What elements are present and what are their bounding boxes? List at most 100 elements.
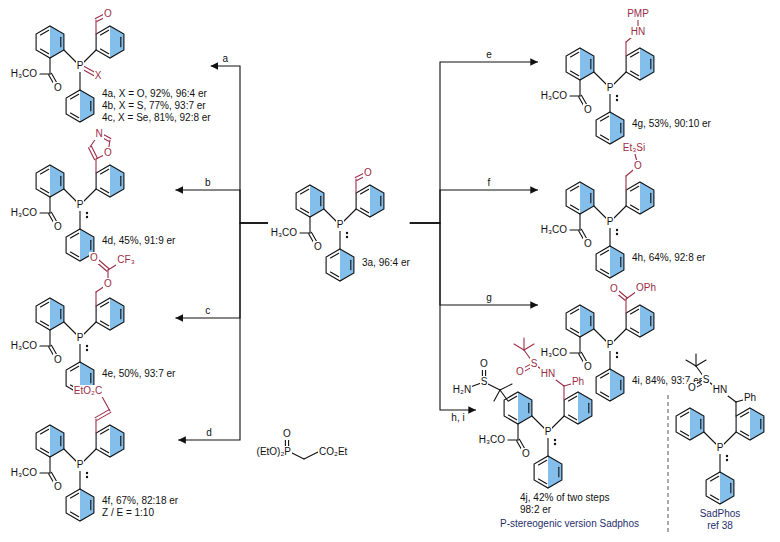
atom-label: O xyxy=(53,481,63,493)
bond-line xyxy=(500,384,512,390)
ring-shading xyxy=(640,48,654,80)
atom-label: PMP xyxy=(626,8,650,20)
bond-line xyxy=(494,390,500,401)
bond-line xyxy=(70,113,78,118)
bond-line xyxy=(517,424,518,440)
bond-line xyxy=(630,186,638,191)
atom-label: O xyxy=(53,82,63,94)
bond-line xyxy=(40,429,48,434)
ring-shading xyxy=(610,112,624,144)
lone-pair-dot xyxy=(554,443,556,445)
bond-line xyxy=(40,302,48,307)
bond-line xyxy=(524,344,534,350)
atom-label: P xyxy=(606,216,615,228)
ring-shading xyxy=(750,408,764,440)
compound: SadPhosref 38PHNOSPh xyxy=(670,374,770,532)
bond-line xyxy=(630,52,638,57)
atom-label: P xyxy=(76,459,85,471)
atom-label: P xyxy=(544,426,553,438)
benzene-ring xyxy=(566,48,594,80)
ring-shading xyxy=(580,182,594,214)
condition-letter: c xyxy=(203,305,212,317)
condition-letter: g xyxy=(484,292,494,304)
atom-label: O xyxy=(363,167,373,179)
bond-line xyxy=(528,403,529,412)
bond-line xyxy=(355,179,356,193)
bond-line xyxy=(95,159,96,173)
benzene-ring xyxy=(326,249,354,281)
lone-pair-dot xyxy=(616,95,618,97)
benzene-ring xyxy=(566,182,594,214)
bond-line xyxy=(696,360,706,366)
bond-line xyxy=(49,197,50,213)
bond-line xyxy=(730,483,731,492)
bond-line xyxy=(91,146,97,158)
bond-line xyxy=(695,354,696,366)
condition-letter: d xyxy=(204,427,214,439)
bond-line xyxy=(570,328,578,333)
atom-label: Ph xyxy=(571,376,585,388)
bond-line xyxy=(735,402,736,416)
reagent-label: (EtO)₂P xyxy=(256,446,292,458)
bond-line xyxy=(309,217,310,233)
bond-line xyxy=(97,412,111,420)
bond-line xyxy=(620,380,621,389)
bond-line xyxy=(680,431,688,436)
bond-line xyxy=(90,101,91,110)
bond-line xyxy=(70,493,78,498)
ring-shading xyxy=(518,392,532,424)
bond-line xyxy=(120,309,121,318)
compound-label: 4j, 42% of two steps xyxy=(520,492,610,504)
atom-label: P xyxy=(716,442,725,454)
atom-label: O xyxy=(633,160,643,172)
bond-line xyxy=(40,212,50,213)
compound: 4a, X = O, 92%, 96:4 er4b, X = S, 77%, 9… xyxy=(8,4,211,124)
bond-line xyxy=(590,316,591,325)
atom-label: O xyxy=(583,238,593,250)
atom-label: X xyxy=(94,70,103,82)
reagent-label: S xyxy=(480,376,489,388)
bond-line xyxy=(523,338,524,350)
atom-label: H₃CO xyxy=(540,347,568,359)
atom-label: O xyxy=(521,448,531,460)
atom-label: HN xyxy=(540,368,556,380)
bond-line xyxy=(40,345,50,346)
compound-label: 4f, 67%, 82:18 er xyxy=(102,495,178,507)
atom-label: O xyxy=(103,147,113,159)
bond-line xyxy=(650,59,651,68)
bond-line xyxy=(620,257,621,266)
ring-shading xyxy=(580,48,594,80)
bond-line xyxy=(300,189,308,194)
ring-shading xyxy=(340,249,354,281)
ring-shading xyxy=(580,305,594,337)
bond-line xyxy=(600,392,608,397)
ring-shading xyxy=(370,185,384,217)
bond-line xyxy=(49,58,50,74)
reaction-arrow xyxy=(178,223,268,440)
atom-label: HN xyxy=(630,26,646,38)
bond-line xyxy=(90,240,91,249)
bond-line xyxy=(300,208,308,213)
bond-line xyxy=(600,269,608,274)
compound-label: Z / E = 1:10 xyxy=(102,507,154,519)
bond-line xyxy=(89,148,95,160)
benzene-ring xyxy=(626,182,654,214)
atom-label: Ph xyxy=(743,392,757,404)
bond-line xyxy=(70,252,78,257)
bond-line xyxy=(514,344,524,350)
compound-label: 4e, 50%, 93:7 er xyxy=(102,368,175,380)
atom-label: P xyxy=(606,82,615,94)
bond-line xyxy=(570,309,578,314)
compound: 4j, 42% of two steps98:2 erP-stereogenic… xyxy=(476,358,639,530)
atom-label: O xyxy=(515,366,525,378)
condition-letter: b xyxy=(203,177,213,189)
bond-line xyxy=(40,188,48,193)
atom-label: S xyxy=(702,374,711,386)
atom-label: H₃CO xyxy=(10,68,38,80)
benzene-ring xyxy=(596,246,624,278)
bond-line xyxy=(100,302,108,307)
bond-line xyxy=(570,71,578,76)
atom-label: H₃CO xyxy=(10,467,38,479)
bond-line xyxy=(630,71,638,76)
